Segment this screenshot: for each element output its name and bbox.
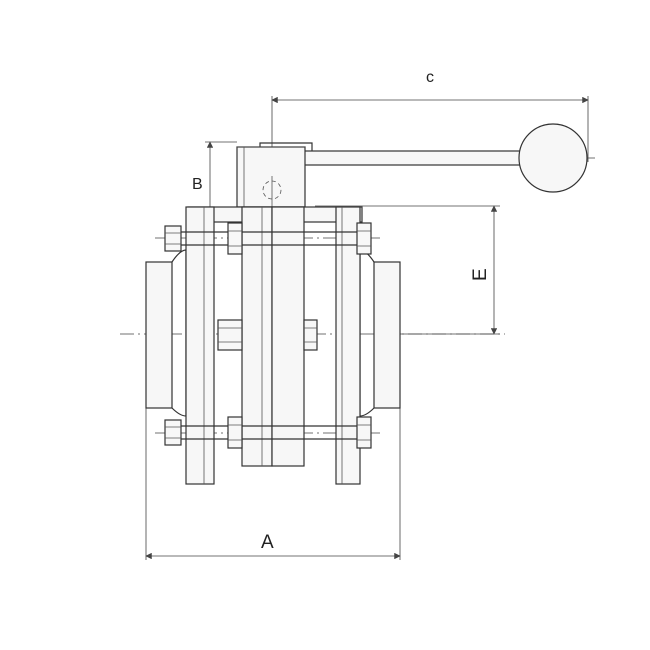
dimension-label-b: B bbox=[192, 176, 203, 193]
right-flange-plate bbox=[335, 206, 361, 485]
nut-detail-lines bbox=[165, 230, 371, 441]
right-flange-neck bbox=[359, 249, 375, 417]
valve-body-left-plate bbox=[241, 206, 273, 467]
handle-knob bbox=[518, 123, 588, 193]
right-flange-outer bbox=[373, 261, 401, 409]
left-flange-neck bbox=[171, 249, 187, 417]
actuator-bracket bbox=[236, 146, 306, 208]
upper-left-outer-nut bbox=[164, 225, 182, 252]
upper-right-nut bbox=[356, 222, 372, 255]
lower-right-nut bbox=[356, 416, 372, 449]
left-flange-outer bbox=[145, 261, 173, 409]
dimension-label-c: c bbox=[426, 69, 434, 86]
left-flange-plate bbox=[185, 206, 215, 485]
middle-right-nut bbox=[303, 319, 318, 351]
lower-left-inner-nut bbox=[227, 416, 243, 449]
lower-left-outer-nut bbox=[164, 419, 182, 446]
dimension-label-a: A bbox=[261, 532, 274, 553]
middle-left-nut bbox=[217, 319, 243, 351]
dimension-label-e: E bbox=[470, 268, 491, 281]
valve-body-right-plate bbox=[271, 206, 305, 467]
upper-left-inner-nut bbox=[227, 222, 243, 255]
